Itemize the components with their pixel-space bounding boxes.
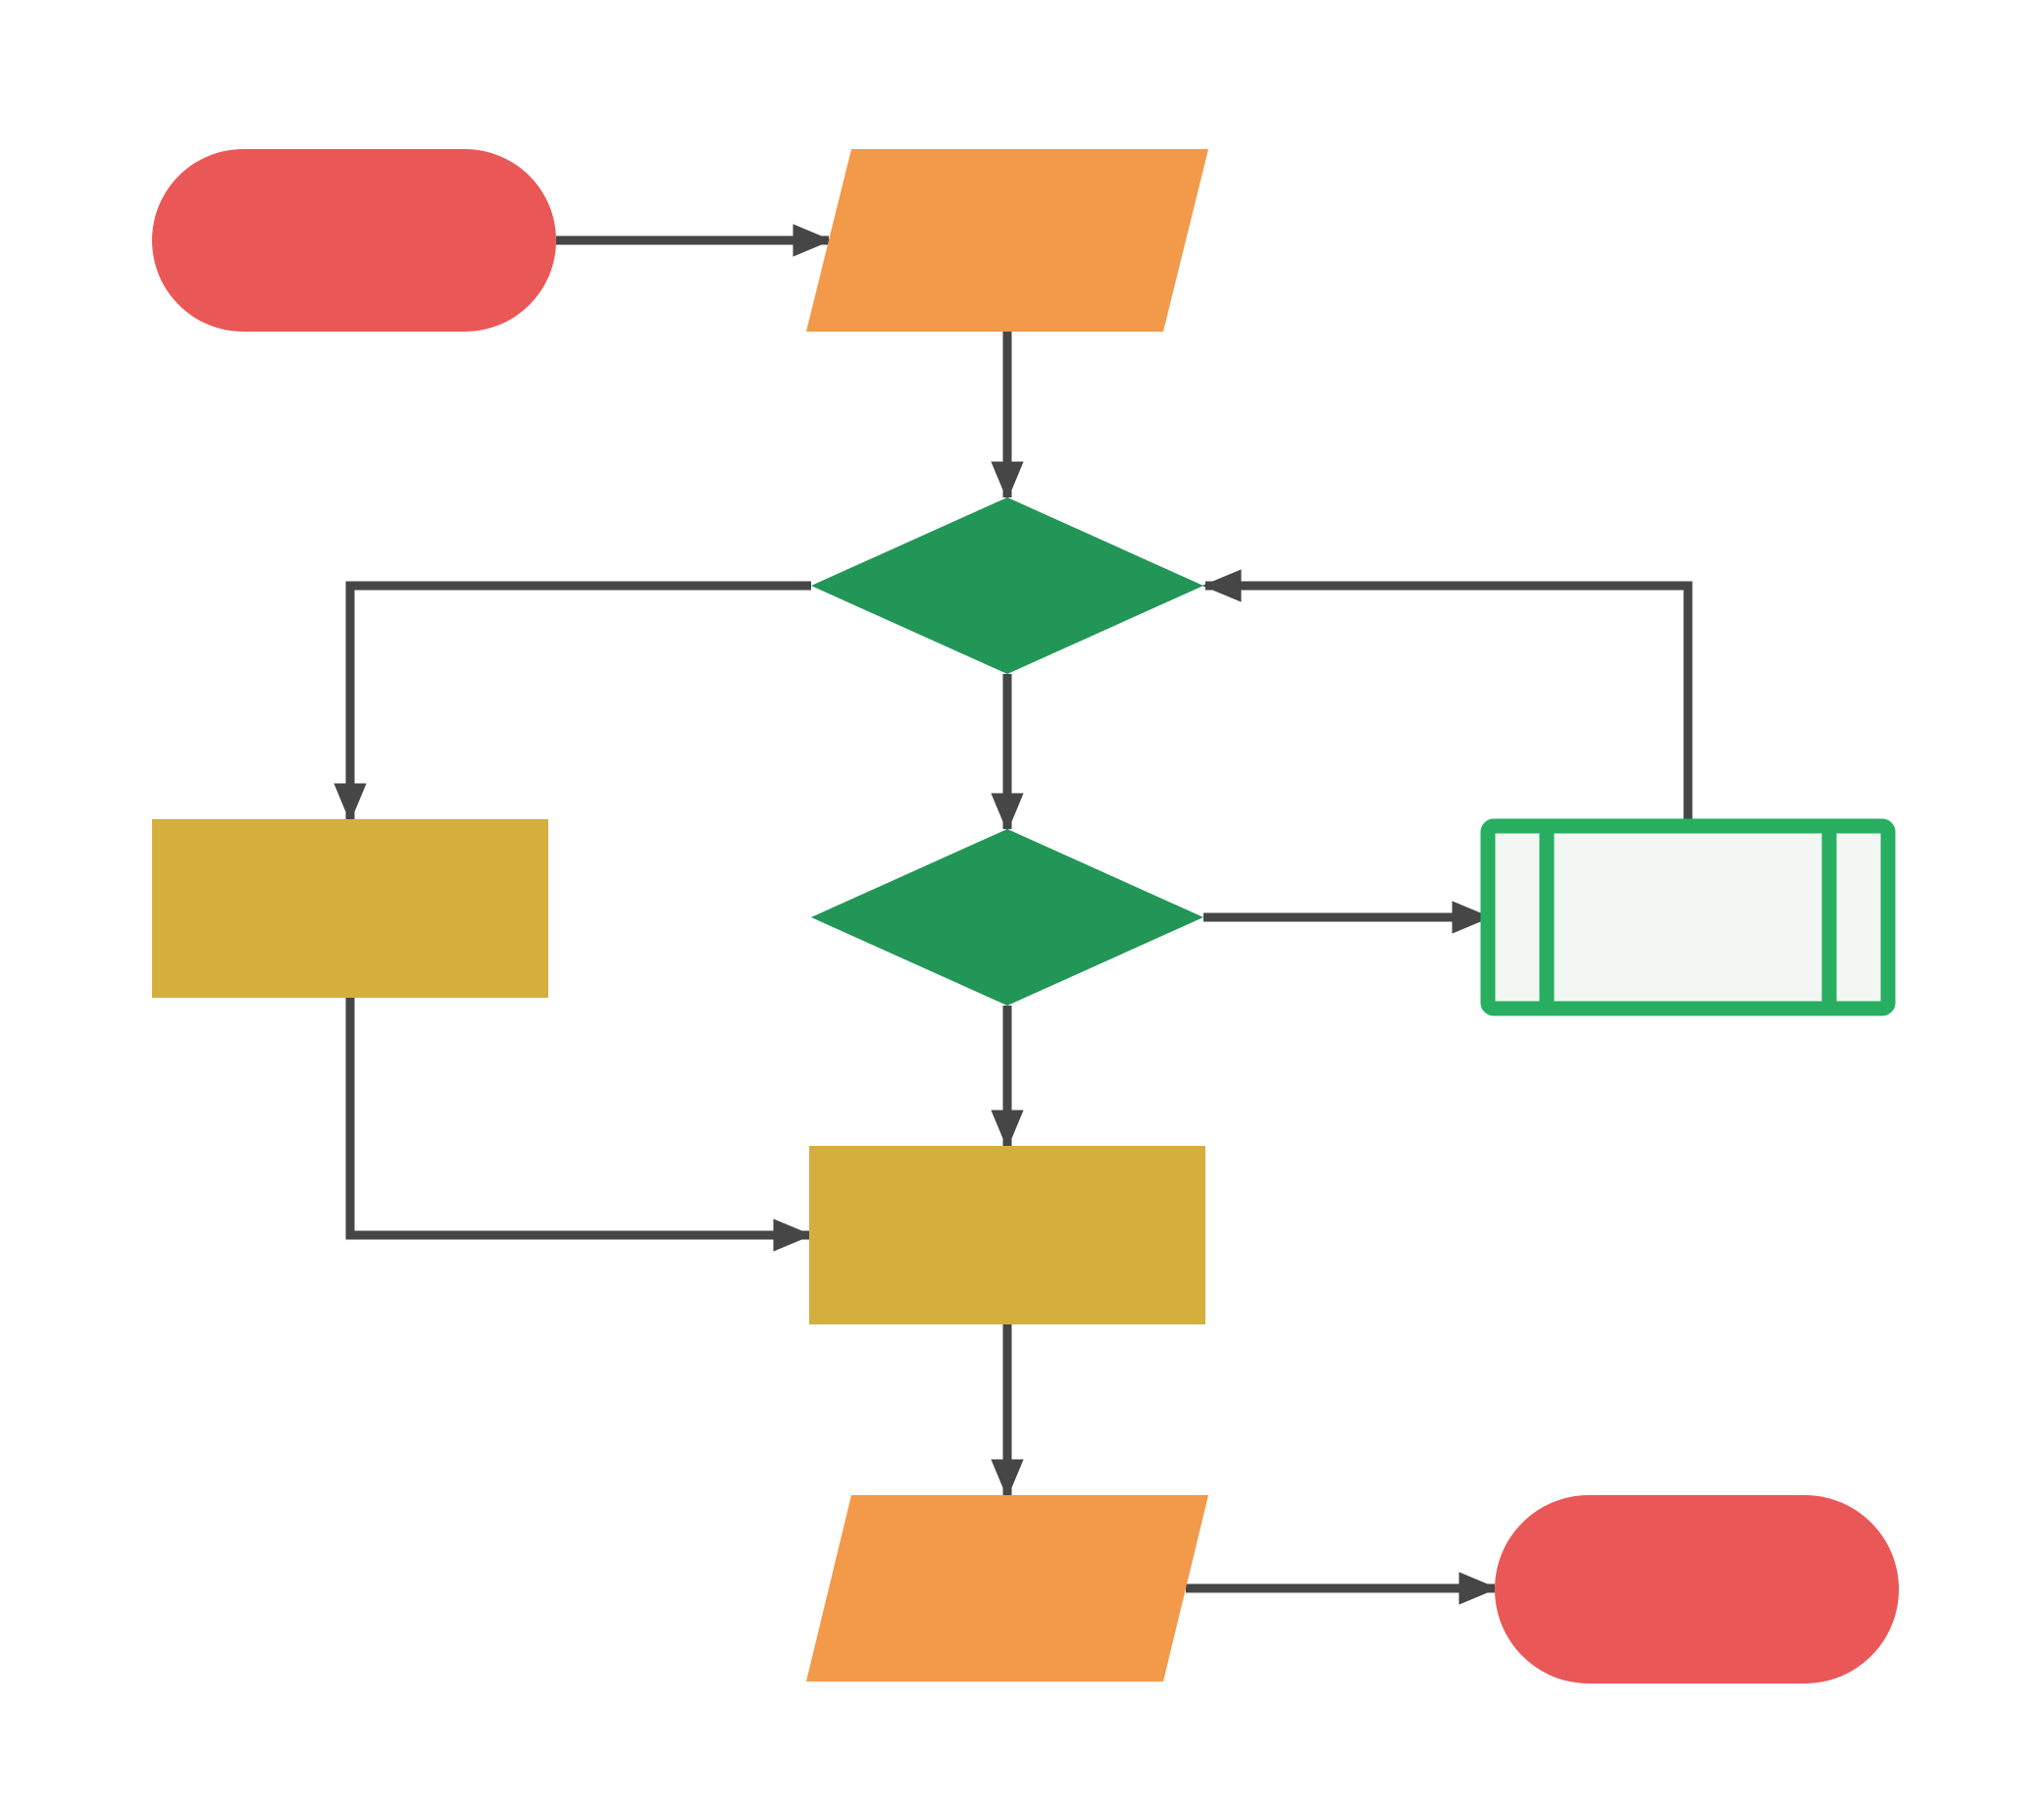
shapes-layer (152, 149, 1899, 1684)
connector-decision1-to-process-left[interactable] (333, 581, 811, 823)
process-rect-center[interactable] (809, 1146, 1205, 1324)
connector-predefined-to-decision1[interactable] (1201, 569, 1693, 826)
output-parallelogram[interactable] (806, 1495, 1208, 1682)
input-parallelogram[interactable] (806, 149, 1208, 332)
start-terminator[interactable] (152, 149, 556, 332)
connector-process-left-to-process-center[interactable] (345, 998, 813, 1252)
process-rect-left[interactable] (152, 819, 548, 998)
predefined-process-box[interactable] (1480, 818, 1896, 1016)
decision-diamond-1[interactable] (811, 497, 1203, 674)
decision-diamond-2[interactable] (811, 829, 1203, 1006)
connectors-layer (333, 224, 1693, 1605)
end-terminator[interactable] (1495, 1495, 1899, 1684)
